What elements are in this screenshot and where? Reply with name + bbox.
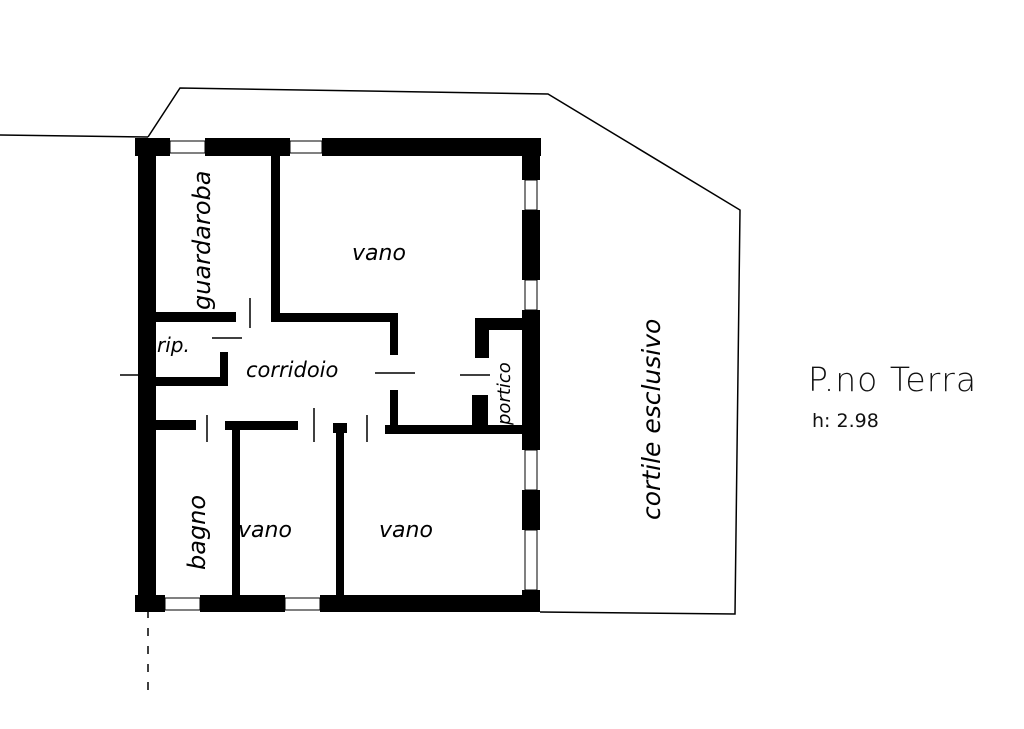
ceiling-height: h: 2.98 bbox=[812, 410, 879, 432]
room-label-portico: portico bbox=[494, 362, 515, 426]
area-label-cortile: cortile esclusivo bbox=[637, 319, 666, 520]
walls bbox=[135, 138, 541, 612]
floor-title: P.no Terra bbox=[808, 360, 978, 399]
room-label-vano-bottom: vano bbox=[379, 518, 433, 543]
room-label-vano-top: vano bbox=[352, 241, 406, 266]
room-label-bagno: bagno bbox=[183, 495, 211, 570]
room-label-guardaroba: guardaroba bbox=[188, 171, 216, 310]
room-label-vano-small: vano bbox=[238, 518, 292, 543]
room-label-corridoio: corridoio bbox=[246, 358, 338, 382]
room-label-ripostiglio: rip. bbox=[157, 333, 190, 357]
windows bbox=[164, 140, 538, 611]
door-marks bbox=[206, 298, 490, 442]
